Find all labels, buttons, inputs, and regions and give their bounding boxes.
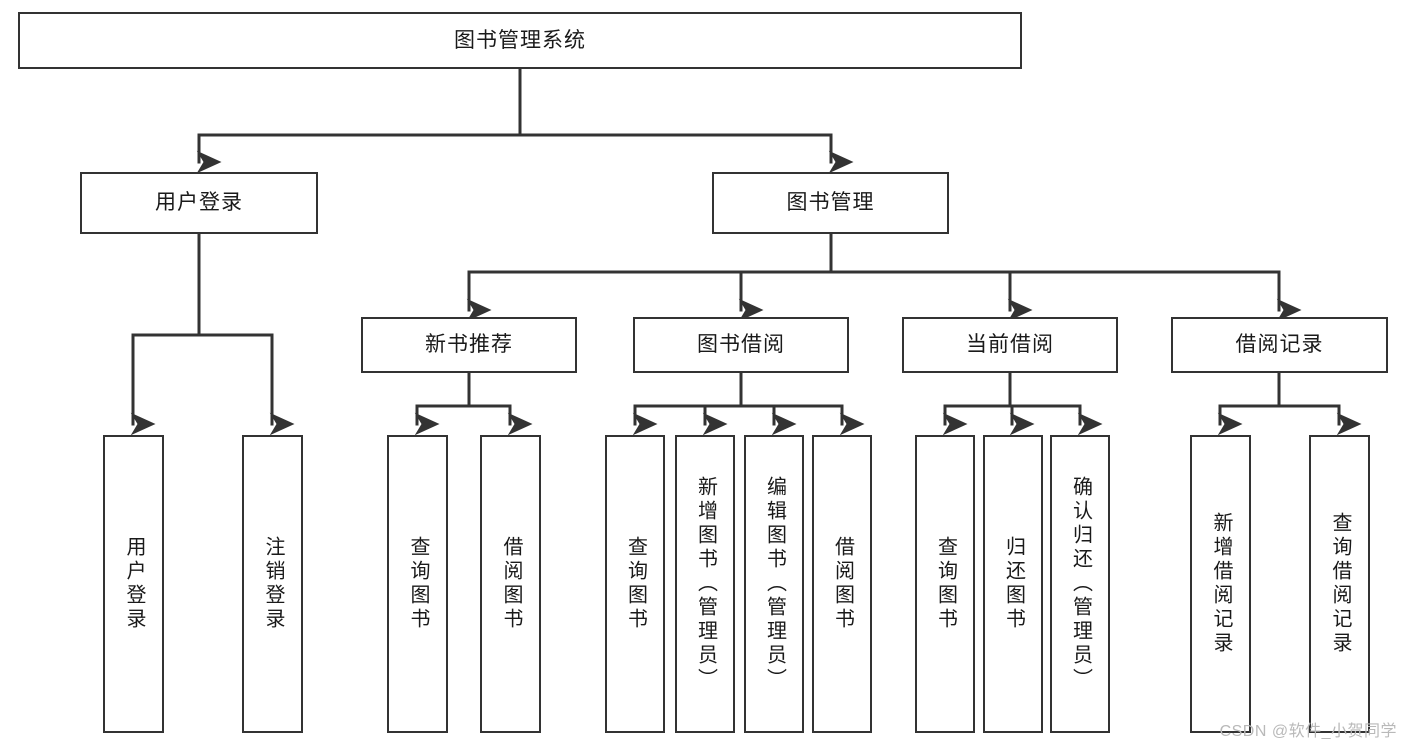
leaf-confirm-return[interactable]: 确认归还（管理员） [1050, 435, 1110, 733]
node-borrow-record-label: 借阅记录 [1235, 333, 1324, 357]
csdn-watermark: CSDN @软件_小贺同学 [1219, 723, 1397, 740]
leaf-query-book-2[interactable]: 查询图书 [605, 435, 665, 733]
leaf-user-login-label: 用户登录 [123, 536, 145, 632]
leaf-user-login[interactable]: 用户登录 [103, 435, 164, 733]
leaf-confirm-return-label: 确认归还（管理员） [1069, 476, 1092, 692]
node-current-borrow[interactable]: 当前借阅 [902, 317, 1118, 373]
node-new-book-recommend[interactable]: 新书推荐 [361, 317, 577, 373]
leaf-return-book[interactable]: 归还图书 [983, 435, 1043, 733]
leaf-query-book-3-label: 查询图书 [934, 536, 957, 632]
node-user-login-label: 用户登录 [155, 191, 243, 215]
leaf-borrow-book-1[interactable]: 借阅图书 [480, 435, 541, 733]
node-new-book-recommend-label: 新书推荐 [425, 333, 513, 357]
leaf-query-record-label: 查询借阅记录 [1329, 512, 1351, 656]
leaf-add-book-label: 新增图书（管理员） [694, 476, 717, 692]
node-book-manage-label: 图书管理 [786, 191, 875, 215]
leaf-query-book-3[interactable]: 查询图书 [915, 435, 975, 733]
node-current-borrow-label: 当前借阅 [966, 333, 1054, 357]
leaf-add-book[interactable]: 新增图书（管理员） [675, 435, 735, 733]
leaf-borrow-book-1-label: 借阅图书 [500, 536, 522, 632]
leaf-edit-book[interactable]: 编辑图书（管理员） [744, 435, 804, 733]
leaf-edit-book-label: 编辑图书（管理员） [763, 476, 786, 692]
node-book-manage[interactable]: 图书管理 [712, 172, 949, 234]
node-borrow-record[interactable]: 借阅记录 [1171, 317, 1388, 373]
node-root-label: 图书管理系统 [454, 28, 586, 52]
leaf-borrow-book-2[interactable]: 借阅图书 [812, 435, 872, 733]
leaf-query-book-1[interactable]: 查询图书 [387, 435, 448, 733]
leaf-logout[interactable]: 注销登录 [242, 435, 303, 733]
leaf-return-book-label: 归还图书 [1002, 536, 1025, 632]
leaf-add-record-label: 新增借阅记录 [1210, 512, 1232, 656]
node-book-borrow[interactable]: 图书借阅 [633, 317, 849, 373]
node-root[interactable]: 图书管理系统 [18, 12, 1022, 69]
leaf-query-record[interactable]: 查询借阅记录 [1309, 435, 1370, 733]
leaf-borrow-book-2-label: 借阅图书 [831, 536, 854, 632]
node-user-login[interactable]: 用户登录 [80, 172, 318, 234]
leaf-query-book-2-label: 查询图书 [624, 536, 647, 632]
leaf-add-record[interactable]: 新增借阅记录 [1190, 435, 1251, 733]
leaf-query-book-1-label: 查询图书 [407, 536, 429, 632]
leaf-logout-label: 注销登录 [262, 536, 284, 632]
node-book-borrow-label: 图书借阅 [697, 333, 785, 357]
